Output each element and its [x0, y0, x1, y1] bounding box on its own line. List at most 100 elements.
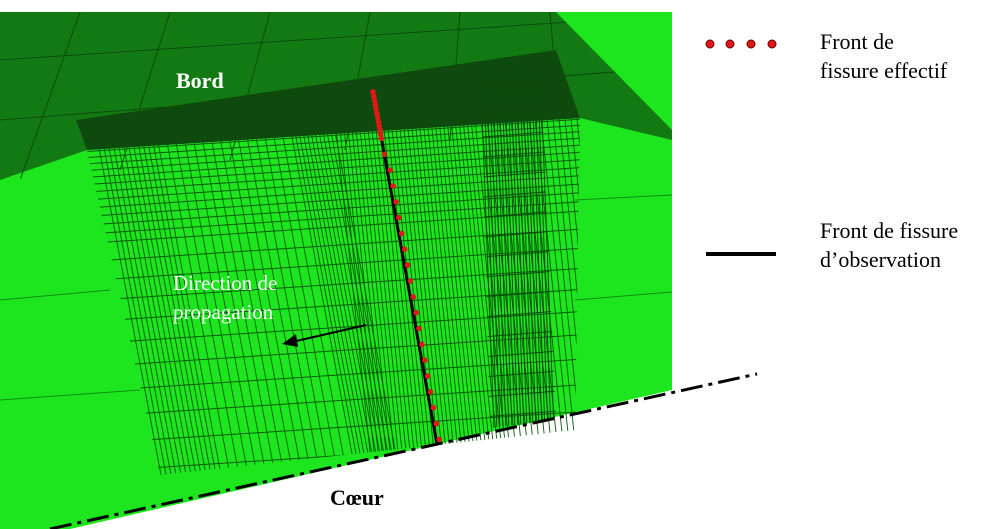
mesh-line-horizontal	[87, 200, 580, 235]
mesh-line-vertical	[436, 118, 478, 475]
mesh-line-vertical	[508, 118, 550, 475]
effective-front-dot	[372, 101, 379, 108]
mesh-line-vertical	[296, 118, 370, 475]
dense-line	[515, 60, 531, 428]
mesh-line-vertical	[502, 118, 544, 475]
legend-effective-line2: fissure effectif	[820, 58, 948, 83]
mesh-line-vertical	[484, 118, 526, 475]
mesh-line-vertical	[384, 118, 426, 475]
effective-front-dot	[390, 183, 396, 189]
mesh-line-vertical	[412, 118, 454, 475]
mesh-line-vertical	[420, 118, 462, 475]
mesh-line-vertical	[149, 118, 223, 475]
dense-line	[524, 60, 540, 428]
mesh-line-horizontal	[87, 266, 580, 302]
mesh-line-vertical	[432, 118, 474, 475]
mesh-line-vertical	[428, 118, 470, 475]
effective-front-dot	[424, 373, 431, 379]
mesh-line-vertical	[109, 118, 183, 475]
dense-line	[494, 60, 510, 428]
mesh-line-vertical	[490, 118, 532, 475]
mesh-line-vertical	[352, 118, 394, 475]
effective-front-dot	[393, 199, 399, 205]
red-dots-icon	[705, 39, 777, 49]
mesh-line-vertical	[372, 118, 414, 475]
dense-line	[533, 60, 549, 428]
effective-front-dot	[378, 135, 385, 142]
effective-front-dot	[433, 420, 440, 427]
mesh-line-horizontal	[87, 158, 580, 193]
effective-front-dot	[377, 131, 384, 137]
dense-line	[521, 60, 537, 428]
mesh-line-vertical	[496, 118, 538, 475]
legend-effective-text: Front de fissure effectif	[820, 27, 947, 85]
effective-front-dot	[371, 97, 378, 104]
mesh-line-vertical	[239, 118, 313, 475]
dense-line	[503, 60, 519, 428]
mesh-line-horizontal	[87, 409, 580, 445]
effective-front-dot	[410, 294, 417, 300]
effective-front-dot	[404, 262, 411, 269]
mesh-line-vertical	[444, 118, 486, 475]
dense-line	[488, 60, 504, 428]
effective-front-dot	[375, 118, 382, 125]
direction-arrow-shaft	[291, 324, 367, 343]
mesh-line-vertical	[194, 118, 268, 475]
mesh-line-horizontal	[87, 191, 580, 226]
effective-front-dot	[370, 89, 376, 95]
mesh-line-vertical	[538, 118, 580, 475]
dense-line	[506, 60, 522, 428]
mesh-line-vertical	[312, 118, 386, 475]
effective-front-dot	[387, 167, 394, 173]
dense-line	[518, 60, 534, 428]
mesh-line-horizontal	[87, 118, 580, 153]
mesh-line-vertical	[344, 118, 386, 475]
mesh-line-vertical	[348, 118, 390, 475]
mesh-line-vertical	[99, 118, 173, 475]
effective-front-dot	[374, 114, 381, 121]
effective-front-dot	[396, 214, 402, 221]
effective-front-dot	[422, 357, 428, 364]
mesh-line-vertical	[129, 118, 203, 475]
dense-line	[485, 60, 501, 428]
mesh-line-vertical	[257, 118, 331, 475]
dense-line	[480, 60, 495, 428]
mesh-line-vertical	[376, 118, 418, 475]
mesh-line-vertical	[424, 118, 466, 475]
mesh-line-vertical	[203, 118, 277, 475]
dense-line	[500, 60, 516, 428]
mesh-line-vertical	[308, 118, 382, 475]
mesh-line-vertical	[158, 118, 232, 475]
direction-label-line2: propagation	[173, 300, 274, 324]
mesh-line-horizontal	[87, 246, 580, 282]
mesh-line-vertical	[144, 118, 218, 475]
mesh-line-vertical	[448, 118, 490, 475]
mesh-line-vertical	[336, 118, 378, 475]
mesh-line-vertical	[248, 118, 322, 475]
observation-front-line	[371, 91, 439, 445]
dense-line	[536, 60, 552, 428]
mesh-line-vertical	[356, 118, 398, 475]
mesh-line-vertical	[94, 118, 168, 475]
effective-front-dot	[373, 106, 379, 112]
side-mesh-left	[0, 289, 141, 401]
mesh-line-vertical	[340, 118, 382, 475]
mesh-line-vertical	[440, 118, 482, 475]
legend-observation-line1: Front de fissure	[820, 218, 959, 243]
core-boundary-line	[49, 372, 758, 529]
mesh-line-vertical	[332, 118, 374, 475]
mesh-line-horizontal	[87, 357, 580, 393]
effective-front-dots	[370, 89, 443, 443]
effective-front-dot	[398, 230, 405, 237]
mesh-line-vertical	[380, 118, 422, 475]
mesh-line-vertical	[266, 118, 340, 475]
mesh-line-horizontal	[87, 165, 580, 201]
effective-front-dot	[376, 123, 382, 129]
mesh-line-vertical	[532, 118, 574, 475]
mesh-line-vertical	[364, 118, 406, 475]
mesh-line-vertical	[392, 118, 434, 475]
dense-line	[482, 60, 498, 428]
mesh-line-horizontal	[87, 123, 580, 159]
effective-front-dot	[407, 278, 414, 284]
